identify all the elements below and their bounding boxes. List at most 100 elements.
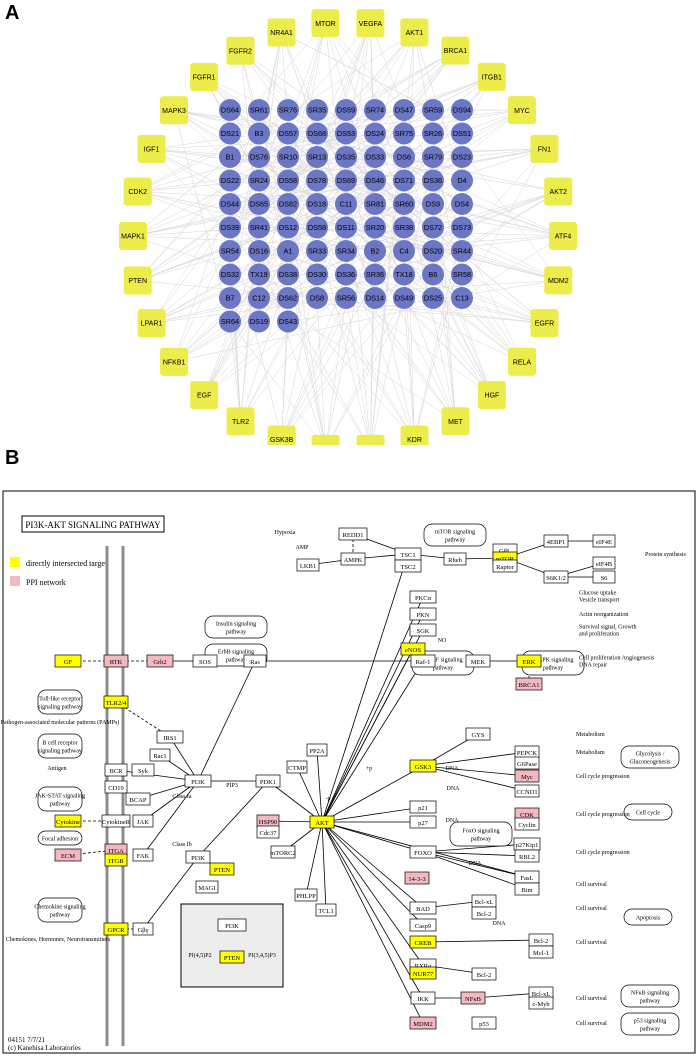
compound-node-b1[interactable]: B1 (219, 146, 241, 168)
gene-node-pi3k[interactable]: PI3K (185, 850, 211, 864)
target-node-cdk2[interactable]: CDK2 (123, 177, 152, 206)
gene-node-cytokine[interactable]: Cytokine (54, 814, 82, 828)
gene-node-pi3k[interactable]: PI3K (184, 774, 212, 788)
compound-node-sr56[interactable]: SR56 (335, 287, 357, 309)
gene-node-bcr[interactable]: BCR (104, 763, 128, 777)
compound-node-sr74[interactable]: SR74 (364, 99, 386, 121)
compound-node-ds33[interactable]: DS33 (364, 146, 386, 168)
target-node-hgf[interactable]: HGF (477, 380, 506, 409)
pathway-link-glycolysis-gluconeogenesis[interactable]: Glycolysis /Gluconeogenesis (620, 745, 680, 769)
compound-node-sr44[interactable]: SR44 (451, 240, 473, 262)
gene-node-itgb[interactable]: ITGB (104, 853, 128, 867)
gene-node-sos[interactable]: SOS (192, 654, 218, 668)
gene-node-ctmp[interactable]: CTMP (286, 760, 308, 774)
compound-node-ds53[interactable]: DS53 (335, 122, 357, 145)
gene-node-bim[interactable]: Bim (514, 882, 540, 896)
compound-node-sr81[interactable]: SR81 (364, 193, 386, 215)
compound-node-sr79[interactable]: SR79 (422, 146, 444, 168)
compound-node-ds82[interactable]: DS82 (277, 193, 299, 215)
compound-node-sr38[interactable]: SR38 (393, 216, 415, 239)
target-node-egfr[interactable]: EGFR (530, 308, 559, 337)
gene-node-eif4e[interactable]: eIF4E (592, 534, 616, 548)
gene-node-pkc[interactable]: PKCα (409, 590, 437, 604)
compound-node-ds38[interactable]: DS38 (277, 263, 299, 286)
compound-node-ds36[interactable]: DS36 (335, 263, 357, 286)
compound-node-sr76[interactable]: SR76 (277, 99, 299, 121)
compound-node-ds58[interactable]: DS58 (306, 216, 328, 239)
compound-node-ds73[interactable]: DS73 (451, 216, 473, 239)
target-node-egf[interactable]: EGF (190, 381, 219, 410)
compound-node-ds23[interactable]: DS23 (451, 146, 473, 168)
compound-node-ds22[interactable]: DS22 (219, 169, 241, 192)
compound-node-ds57[interactable]: DS57 (277, 122, 299, 145)
gene-node-rbl2[interactable]: RBL2 (514, 849, 540, 863)
gene-node-raptor[interactable]: Raptor (492, 559, 518, 573)
target-node-myc[interactable]: MYC (507, 96, 536, 125)
gene-node-bad[interactable]: BAD (409, 901, 437, 915)
compound-node-b6[interactable]: B6 (422, 263, 444, 286)
gene-node-ecm[interactable]: ECM (54, 848, 82, 862)
gene-node-cd19[interactable]: CD19 (104, 780, 128, 794)
compound-node-b3[interactable]: B3 (248, 122, 270, 145)
gene-node-bcl-2[interactable]: Bcl-2 (471, 967, 497, 981)
compound-node-ds68[interactable]: DS68 (306, 122, 328, 145)
gene-node-mtorc2[interactable]: mTORC2 (270, 845, 296, 859)
gene-node-pten[interactable]: PTEN (209, 862, 235, 876)
gene-node-mek[interactable]: MEK (465, 654, 491, 668)
gene-node-gpcr[interactable]: GPCR (103, 922, 129, 936)
compound-node-ds14[interactable]: DS14 (364, 287, 386, 309)
gene-node-tlr2-4[interactable]: TLR2/4 (103, 695, 129, 709)
compound-node-ds35[interactable]: DS35 (335, 146, 357, 168)
gene-node-g[interactable]: Gβγ (132, 922, 154, 936)
gene-node-nf-b[interactable]: NFκB (460, 991, 486, 1005)
compound-node-sr20[interactable]: SR20 (364, 216, 386, 239)
target-node-vegfa[interactable]: VEGFA (356, 9, 385, 38)
compound-node-c11[interactable]: C11 (335, 193, 357, 215)
gene-node-bcl-xl[interactable]: Bcl-xL (528, 986, 554, 1000)
compound-node-sr13[interactable]: SR13 (306, 146, 328, 168)
gene-node-ccnd1[interactable]: CCND1 (514, 784, 540, 798)
gene-node-akt[interactable]: AKT (309, 815, 335, 829)
compound-node-sr60[interactable]: SR60 (393, 193, 415, 215)
compound-node-d4[interactable]: D4 (451, 169, 473, 192)
compound-node-ds49[interactable]: DS49 (393, 287, 415, 309)
compound-node-ds64[interactable]: DS64 (219, 99, 241, 121)
gene-node-cytokiner[interactable]: CytokineR (101, 814, 131, 828)
compound-node-ds4[interactable]: DS4 (451, 193, 473, 215)
target-node-gsk3b[interactable]: GSK3B (267, 425, 296, 445)
compound-node-sr26[interactable]: SR26 (422, 122, 444, 145)
gene-node-bcl-2[interactable]: Bcl-2 (528, 933, 554, 947)
compound-node-ds19[interactable]: DS19 (248, 310, 270, 333)
gene-node-pi3k[interactable]: PI3K (217, 918, 247, 932)
compound-node-sr58[interactable]: SR58 (451, 263, 473, 286)
gene-node-sgk[interactable]: SGK (409, 623, 437, 637)
compound-node-c4[interactable]: C4 (393, 240, 415, 262)
compound-node-sr54[interactable]: SR54 (219, 240, 241, 262)
compound-node-ds6[interactable]: DS6 (393, 146, 415, 168)
compound-node-sr59[interactable]: SR59 (422, 99, 444, 121)
gene-node-myc[interactable]: Myc (514, 769, 540, 783)
gene-node-pp2a[interactable]: PP2A (306, 743, 328, 757)
compound-node-ds9[interactable]: DS9 (422, 193, 444, 215)
compound-node-ds18[interactable]: DS18 (306, 193, 328, 215)
gene-node-fak[interactable]: FAK (132, 848, 154, 862)
target-node-lpar1[interactable]: LPAR1 (137, 309, 166, 338)
gene-node-foxo[interactable]: FOXO (409, 845, 437, 859)
compound-node-ds21[interactable]: DS21 (219, 122, 241, 145)
compound-node-sr24[interactable]: SR24 (248, 169, 270, 192)
gene-node-mdm2[interactable]: MDM2 (409, 1016, 437, 1030)
gene-node-gys[interactable]: GYS (465, 727, 491, 741)
target-node-fgfr1[interactable]: FGFR1 (190, 63, 219, 92)
gene-node-lkb1[interactable]: LKB1 (296, 558, 320, 572)
gene-node-bcl-xl[interactable]: Bcl-xL (471, 894, 497, 908)
target-node-itgb1[interactable]: ITGB1 (477, 62, 506, 91)
gene-node-magi[interactable]: MAGI (195, 880, 219, 894)
gene-node-14-3-3[interactable]: 14-3-3 (404, 871, 430, 885)
compound-node-sr10[interactable]: SR10 (277, 146, 299, 168)
gene-node-brca1[interactable]: BRCA1 (515, 677, 543, 691)
